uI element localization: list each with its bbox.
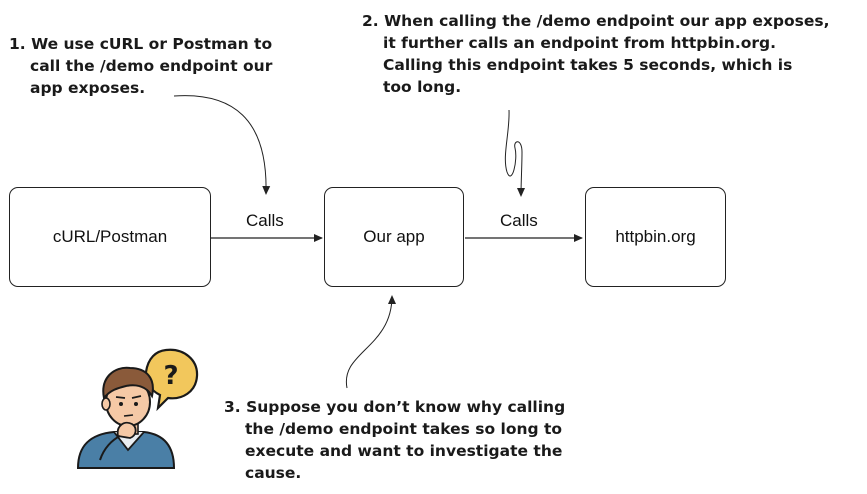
edge-label-client-to-app: Calls (246, 211, 284, 230)
question-mark-glyph: ? (163, 361, 178, 391)
client-node-label: cURL/Postman (52, 227, 168, 246)
external-node-label: httpbin.org (615, 227, 696, 246)
note-3-line: execute and want to investigate the (245, 442, 563, 460)
note-3-line: the /demo endpoint takes so long to (245, 420, 563, 438)
note-2: 2. When calling the /demo endpoint our a… (362, 10, 830, 98)
note3-pointer-arrow (345, 295, 396, 389)
note-1: 1. We use cURL or Postman to call the /d… (9, 33, 272, 99)
note-3-line: 3. Suppose you don’t know why calling (224, 398, 566, 416)
app-node: Our app (324, 187, 464, 287)
note2-pointer-arrow (504, 109, 526, 197)
note-2-line: it further calls an endpoint from httpbi… (383, 34, 777, 52)
note-1-line: 1. We use cURL or Postman to (9, 35, 273, 53)
confused-developer-icon: ? (76, 348, 199, 469)
question-bubble-icon: ? (144, 348, 199, 412)
note1-pointer-arrow (173, 95, 271, 195)
note-2-line: 2. When calling the /demo endpoint our a… (362, 12, 830, 30)
note-2-line: Calling this endpoint takes 5 seconds, w… (383, 56, 793, 74)
note-3: 3. Suppose you don’t know why calling th… (224, 396, 565, 484)
note-2-line: too long. (383, 78, 462, 96)
note-1-line: app exposes. (30, 79, 146, 97)
note-3-line: cause. (245, 464, 302, 482)
edge-label-app-to-external: Calls (500, 211, 538, 230)
note-1-line: call the /demo endpoint our (30, 57, 273, 75)
client-node: cURL/Postman (9, 187, 211, 287)
external-node: httpbin.org (585, 187, 726, 287)
app-node-label: Our app (363, 227, 425, 246)
